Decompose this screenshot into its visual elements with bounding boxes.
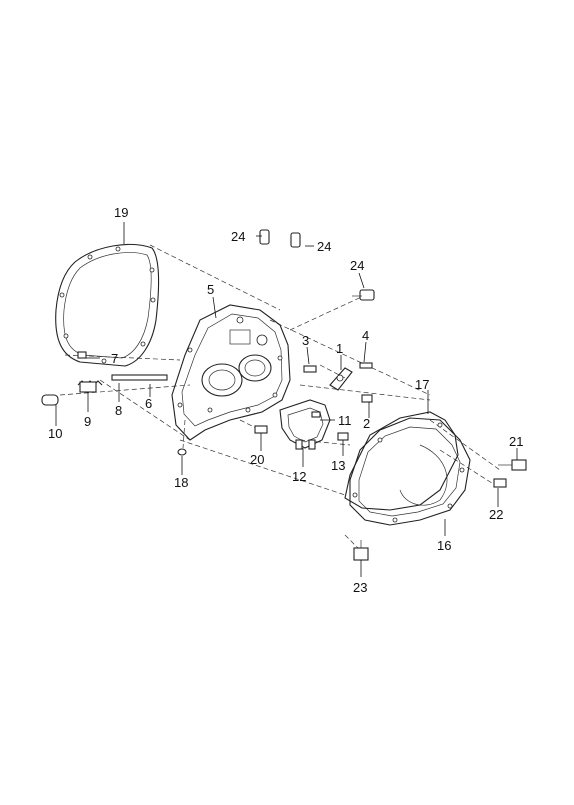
callout-24-left: 24 [231, 229, 246, 244]
callout-5: 5 [207, 282, 215, 297]
callout-22: 22 [489, 507, 504, 522]
gasket-19 [55, 243, 160, 367]
right-cover-16 [349, 417, 471, 526]
callout-11: 11 [338, 413, 352, 428]
callout-13: 13 [331, 458, 346, 473]
callout-21: 21 [509, 434, 524, 449]
callout-7: 7 [111, 351, 119, 366]
callout-23: 23 [353, 580, 368, 595]
bracket-12 [279, 399, 331, 450]
callout-10: 10 [48, 426, 63, 441]
callout-9: 9 [84, 414, 92, 429]
callout-8: 8 [115, 403, 123, 418]
callout-6: 6 [145, 396, 153, 411]
callout-2: 2 [363, 416, 371, 431]
crankcase-cover-5 [171, 304, 291, 441]
callout-16: 16 [437, 538, 452, 553]
callout-12: 12 [292, 469, 307, 484]
callout-17: 17 [415, 377, 430, 392]
callout-1: 1 [336, 341, 344, 356]
callout-19: 19 [114, 205, 129, 220]
leader-lines [55, 222, 518, 577]
callout-3: 3 [302, 333, 310, 348]
callout-24-bolt: 24 [350, 258, 365, 273]
assembly-lines [59, 244, 501, 551]
gasket-17 [344, 411, 459, 511]
callout-20: 20 [250, 452, 265, 467]
small-parts [41, 229, 527, 561]
callout-18: 18 [174, 475, 189, 490]
callout-24-right: 24 [317, 239, 332, 254]
callout-4: 4 [362, 328, 370, 343]
